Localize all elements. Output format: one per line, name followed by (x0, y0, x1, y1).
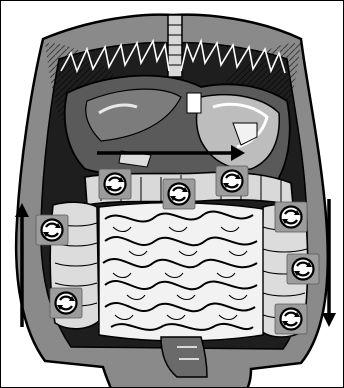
circular-flow-icon (50, 288, 82, 318)
circular-flow-icon (163, 179, 195, 209)
circular-flow-icon (275, 304, 307, 334)
circular-flow-icon (275, 202, 307, 232)
circular-flow-icon (287, 254, 319, 284)
circular-flow-icon (36, 215, 68, 245)
circular-flow-icon (216, 166, 248, 196)
circular-flow-icon (99, 169, 131, 199)
liver-stomach-region (65, 76, 290, 187)
